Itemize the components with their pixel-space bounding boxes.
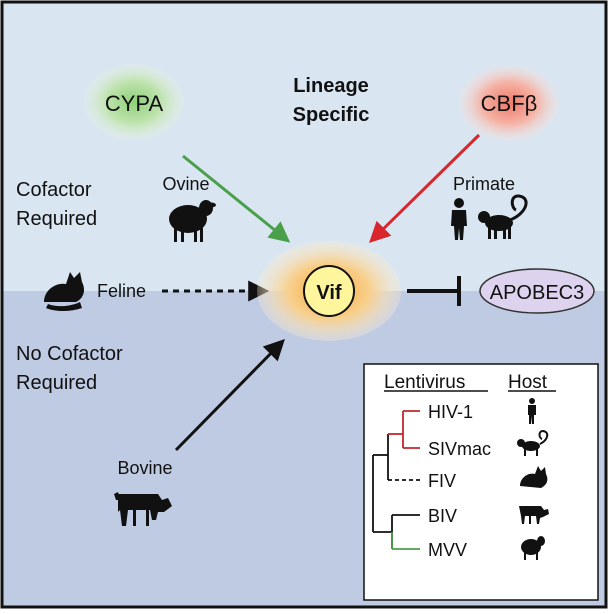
cypa-label: CYPA bbox=[105, 91, 164, 116]
cat-icon bbox=[44, 272, 84, 311]
bovine-label: Bovine bbox=[117, 458, 172, 478]
cbfb-node: CBFβ bbox=[459, 65, 559, 141]
inhibition-symbol bbox=[407, 276, 461, 306]
ovine-label: Ovine bbox=[162, 174, 209, 194]
phylogeny-inset: Lentivirus Host HIV-1 SIVmac FIV BIV MVV bbox=[363, 363, 599, 601]
no-cofactor-label-2: Required bbox=[16, 372, 97, 394]
cbfb-arrow bbox=[369, 133, 481, 243]
monkey-icon bbox=[517, 429, 549, 456]
apobec3-label: APOBEC3 bbox=[490, 282, 584, 304]
cow-icon bbox=[519, 506, 549, 524]
lineage-specific-label-2: Specific bbox=[293, 104, 370, 126]
monkey-icon bbox=[478, 194, 528, 239]
cofactor-required-label: Cofactor bbox=[16, 179, 92, 201]
cypa-arrow bbox=[182, 154, 291, 243]
host-header: Host bbox=[508, 372, 548, 393]
virus-label-hiv1: HIV-1 bbox=[428, 402, 473, 422]
lentivirus-header: Lentivirus bbox=[384, 372, 465, 393]
top-region bbox=[3, 3, 605, 291]
virus-label-mvv: MVV bbox=[428, 540, 467, 560]
bovine-arrow bbox=[174, 339, 285, 452]
cow-icon bbox=[114, 492, 172, 526]
sheep-icon bbox=[169, 200, 216, 242]
feline-label: Feline bbox=[97, 281, 146, 301]
virus-label-sivmac: SIVmac bbox=[428, 439, 491, 459]
cypa-node: CYPA bbox=[84, 64, 184, 140]
human-icon bbox=[451, 198, 467, 240]
virus-label-biv: BIV bbox=[428, 506, 457, 526]
apobec3-node: APOBEC3 bbox=[479, 268, 595, 314]
cofactor-required-label-2: Required bbox=[16, 208, 97, 230]
virus-label-fiv: FIV bbox=[428, 471, 456, 491]
vif-label: Vif bbox=[316, 282, 342, 304]
cat-icon bbox=[520, 466, 548, 488]
lineage-specific-label: Lineage bbox=[293, 75, 369, 97]
primate-label: Primate bbox=[453, 174, 515, 194]
human-icon bbox=[528, 398, 536, 424]
sheep-icon bbox=[521, 536, 545, 560]
cbfb-label: CBFβ bbox=[481, 91, 538, 116]
no-cofactor-label: No Cofactor bbox=[16, 343, 123, 365]
vif-node: Vif bbox=[257, 241, 401, 341]
